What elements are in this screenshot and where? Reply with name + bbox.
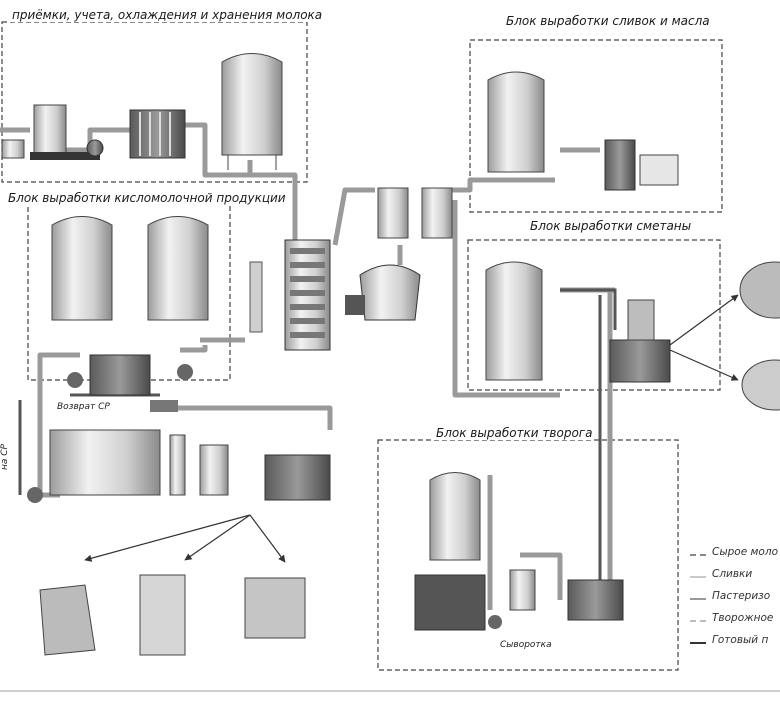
reception-equipment	[1, 53, 283, 170]
label-whey: Сыворотка	[500, 640, 552, 650]
legend-swatch	[690, 620, 706, 622]
legend-label: Готовый п	[712, 634, 769, 646]
legend-label: Пастеризо	[712, 590, 771, 602]
label-cip-return: Возврат СР	[57, 402, 110, 412]
sour-cream-equipment	[485, 261, 671, 383]
bottom-divider	[0, 690, 780, 692]
legend-item: Пастеризо	[690, 589, 780, 611]
legend-item: Творожное	[690, 611, 780, 633]
block-title-cottage: Блок выработки творога	[434, 426, 595, 440]
cream-butter-equipment	[487, 71, 679, 191]
legend-swatch	[690, 576, 706, 578]
frame-reception	[1, 21, 308, 183]
legend-item: Сырое моло	[690, 545, 780, 567]
legend-label: Сырое моло	[712, 546, 778, 558]
block-title-cream-butter: Блок выработки сливок и масла	[504, 14, 712, 28]
frame-cream-butter	[469, 39, 723, 213]
legend-item: Готовый п	[690, 633, 780, 655]
legend-item: Сливки	[690, 567, 780, 589]
fermented-equipment	[27, 216, 331, 503]
product-arrows	[84, 294, 739, 563]
legend-swatch	[690, 598, 706, 600]
legend-swatch	[690, 554, 706, 556]
legend-label: Сливки	[712, 568, 753, 580]
legend-swatch	[690, 642, 706, 644]
products	[39, 261, 780, 656]
block-title-fermented: Блок выработки кисломолочной продукции	[6, 191, 288, 205]
frame-sour-cream	[467, 239, 721, 391]
frame-cottage	[377, 439, 679, 671]
block-title-sour-cream: Блок выработки сметаны	[528, 219, 694, 233]
label-cip-supply: на СР	[0, 444, 10, 470]
cottage-equipment	[414, 472, 624, 631]
central-equipment	[249, 187, 453, 351]
block-title-reception: приёмки, учета, охлаждения и хранения мо…	[10, 8, 325, 22]
legend-label: Творожное	[712, 612, 774, 624]
pipelines	[0, 122, 615, 610]
